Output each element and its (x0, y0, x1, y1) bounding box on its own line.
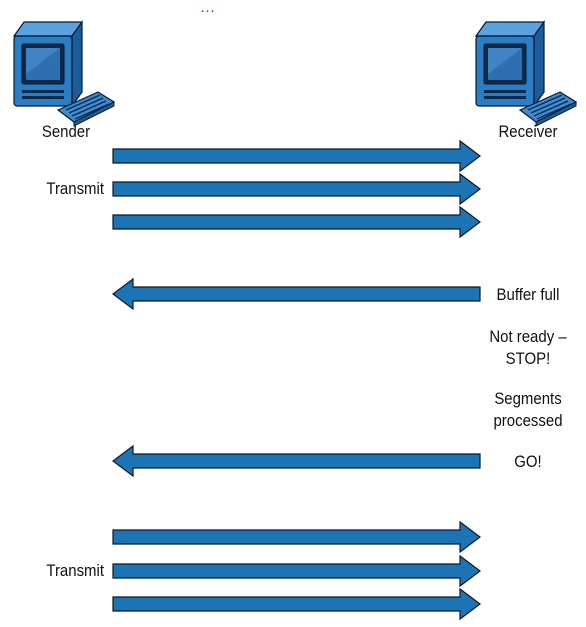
not-ready-stop-label: Not ready – STOP! (489, 327, 567, 368)
transmit-arrow-5 (112, 554, 481, 588)
segments-processed-label: Segments processed (493, 389, 563, 430)
buffer-full-label: Buffer full (496, 285, 560, 304)
transmit-arrow-3 (112, 205, 481, 239)
transmit-arrow-2 (112, 172, 481, 206)
transmit-label-bottom: Transmit (46, 561, 104, 580)
go-label: GO! (514, 452, 542, 471)
sender-label: Sender (41, 122, 91, 141)
receiver-computer-icon (475, 21, 577, 127)
sender-computer-icon (13, 21, 115, 127)
receiver-label: Receiver (498, 122, 558, 141)
transmit-arrow-6 (112, 587, 481, 621)
transmit-arrow-4 (112, 520, 481, 554)
transmit-label-top: Transmit (46, 179, 104, 198)
buffer-full-arrow (112, 277, 481, 311)
go-arrow (112, 444, 481, 478)
transmit-arrow-1 (112, 139, 481, 173)
caption-fragment: … (200, 0, 215, 16)
